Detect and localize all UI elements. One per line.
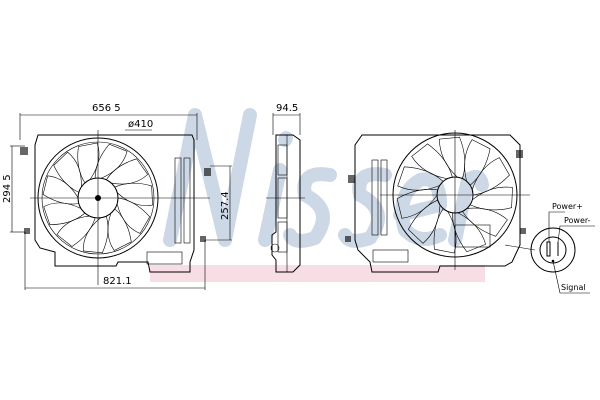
watermark-logo [150, 108, 489, 282]
fan-blades [396, 136, 513, 254]
bottom-width-dimension: 821.1 [103, 276, 132, 287]
signal-label: Signal [561, 283, 586, 292]
power-plus-label: Power+ [552, 202, 583, 211]
front-view: 656 5 ø410 294 5 257.4 821.1 [2, 103, 232, 290]
depth-dimension: 94.5 [276, 103, 298, 114]
fan-blade [439, 136, 466, 179]
side-view: 94.5 [266, 103, 305, 273]
fan-blade [469, 186, 513, 211]
fan-blade [82, 215, 109, 254]
fan-blade [43, 202, 86, 225]
inner-height-dimension: 257.4 [220, 191, 231, 220]
fan-blade [94, 143, 128, 179]
height-dimension: 294 5 [2, 174, 13, 203]
diameter-dimension: ø410 [128, 119, 153, 130]
connector-detail: Power+ Power- Signal [530, 202, 595, 294]
rear-view [345, 130, 536, 273]
fan-blade [56, 215, 96, 247]
fan-blade [53, 151, 82, 193]
fan-blade [114, 182, 153, 206]
fan-blade [105, 158, 149, 185]
fan-blade [77, 142, 100, 184]
fan-blade [464, 139, 491, 186]
fan-blade [42, 175, 80, 205]
fan-blade [107, 208, 132, 251]
width-dimension: 656 5 [92, 103, 121, 114]
fan-blade [462, 207, 508, 237]
power-minus-label: Power- [564, 216, 591, 225]
